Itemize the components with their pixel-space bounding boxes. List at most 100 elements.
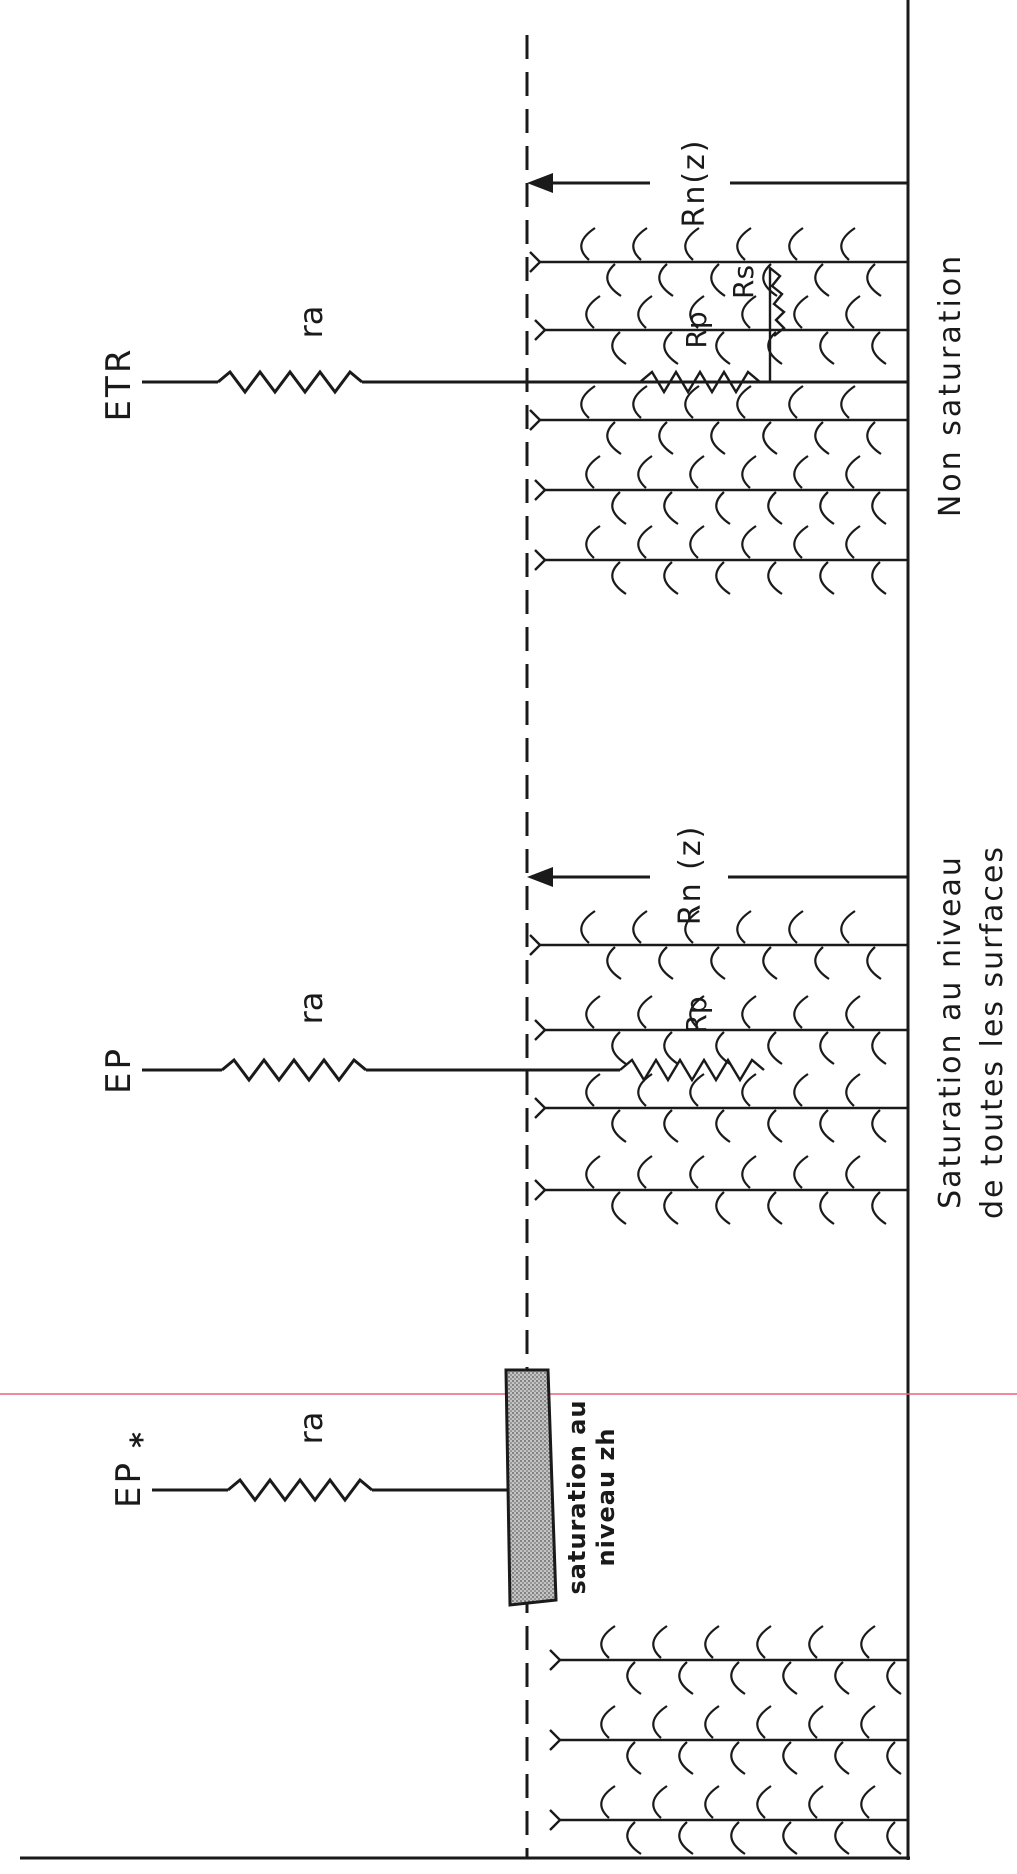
plant-leaf (736, 910, 752, 944)
saturation-caption-line1: Saturation au niveau (933, 855, 968, 1209)
plant-leaf (782, 1661, 798, 1695)
plant-leaf (678, 1741, 694, 1775)
plant-tip (529, 934, 542, 956)
plant-leaf (845, 995, 861, 1029)
plant-leaf (819, 561, 835, 595)
plant-leaf (741, 455, 757, 489)
plant-leaf (741, 1073, 757, 1107)
epstar-ra-label: ra (292, 1412, 330, 1445)
plant-leaf (663, 561, 679, 595)
plant-leaf (663, 1191, 679, 1225)
plant-leaf (808, 1625, 824, 1659)
plant-leaf (819, 331, 835, 365)
plant-leaf (678, 1661, 694, 1695)
plant-tip (549, 1809, 562, 1831)
plant-tip (534, 549, 547, 571)
plant-leaf (808, 1785, 824, 1819)
plant-leaf (871, 1031, 887, 1065)
ep-panel: EP ra Rn (z) Rp Saturation au niveau de … (99, 825, 1010, 1219)
plant-leaf (580, 910, 596, 944)
epstar-label: EP (109, 1460, 149, 1508)
etr-label: ETR (99, 347, 139, 422)
plant-leaf (866, 421, 882, 455)
ep-ra-resistor (221, 1057, 367, 1083)
plant-leaf (782, 1821, 798, 1855)
zh-caption-line1: saturation au (563, 1400, 591, 1595)
plant-leaf (611, 1031, 627, 1065)
plant-leaf (632, 385, 648, 419)
plant-leaf (756, 1625, 772, 1659)
ep-rn-arrowhead (527, 867, 553, 887)
plant-leaf (767, 1109, 783, 1143)
plant-leaf (762, 263, 778, 297)
plant-leaf (793, 1073, 809, 1107)
plant-leaf (860, 1785, 876, 1819)
plant-leaf (704, 1625, 720, 1659)
vegetation-layer (529, 227, 908, 1855)
plant-leaf (886, 1661, 902, 1695)
plant-leaf (606, 946, 622, 980)
plant-leaf (684, 227, 700, 261)
plant-leaf (860, 1625, 876, 1659)
plant-leaf (689, 525, 705, 559)
plant-leaf (715, 561, 731, 595)
plant-leaf (684, 385, 700, 419)
plant-tip (529, 251, 542, 273)
plant-leaf (580, 227, 596, 261)
plant-leaf (637, 1155, 653, 1189)
ep-rn-label: Rn (z) (673, 825, 708, 926)
ep-star-panel: EP * ra saturation au niveau zh (109, 1368, 620, 1607)
plant-leaf (840, 227, 856, 261)
plant-leaf (886, 1741, 902, 1775)
plant-leaf (611, 561, 627, 595)
plant-leaf (736, 385, 752, 419)
plant-leaf (710, 263, 726, 297)
plant-leaf (658, 263, 674, 297)
plant-leaf (730, 1821, 746, 1855)
plant-tip (534, 319, 547, 341)
zh-caption-line2: niveau zh (592, 1428, 620, 1567)
plant-leaf (689, 295, 705, 329)
etr-rs-resistor (768, 265, 786, 382)
plant-leaf (585, 455, 601, 489)
plant-leaf (782, 1741, 798, 1775)
plant-leaf (756, 1705, 772, 1739)
plant-leaf (845, 525, 861, 559)
ep-rp-label: Rp (680, 996, 713, 1033)
plant-leaf (741, 1155, 757, 1189)
plant-tip (549, 1729, 562, 1751)
plant-leaf (637, 295, 653, 329)
saturation-caption-line2: de toutes les surfaces (975, 845, 1010, 1219)
plant-leaf (611, 1191, 627, 1225)
plant-leaf (689, 455, 705, 489)
plant-leaf (871, 561, 887, 595)
plant-leaf (637, 995, 653, 1029)
plant-leaf (585, 1073, 601, 1107)
ep-ra-label: ra (292, 992, 330, 1025)
plant-leaf (689, 995, 705, 1029)
plant-leaf (834, 1661, 850, 1695)
plant-leaf (689, 1155, 705, 1189)
plant-leaf (767, 1191, 783, 1225)
plant-leaf (793, 295, 809, 329)
plant-leaf (585, 525, 601, 559)
plant-leaf (652, 1785, 668, 1819)
ep-rp-resistor (619, 1057, 765, 1083)
plant-leaf (808, 1705, 824, 1739)
plant-leaf (741, 995, 757, 1029)
plant-leaf (819, 1191, 835, 1225)
plant-leaf (793, 455, 809, 489)
plant-leaf (860, 1705, 876, 1739)
plant-leaf (845, 455, 861, 489)
plant-leaf (730, 1661, 746, 1695)
plant-leaf (715, 1109, 731, 1143)
plant-leaf (814, 421, 830, 455)
plant-leaf (606, 263, 622, 297)
plant-leaf (866, 946, 882, 980)
etr-rn-label: Rn(z) (677, 138, 712, 227)
plant-leaf (886, 1821, 902, 1855)
plant-leaf (834, 1821, 850, 1855)
non-saturation-caption: Non saturation (933, 253, 968, 517)
plant-leaf (767, 1031, 783, 1065)
plant-leaf (819, 1031, 835, 1065)
